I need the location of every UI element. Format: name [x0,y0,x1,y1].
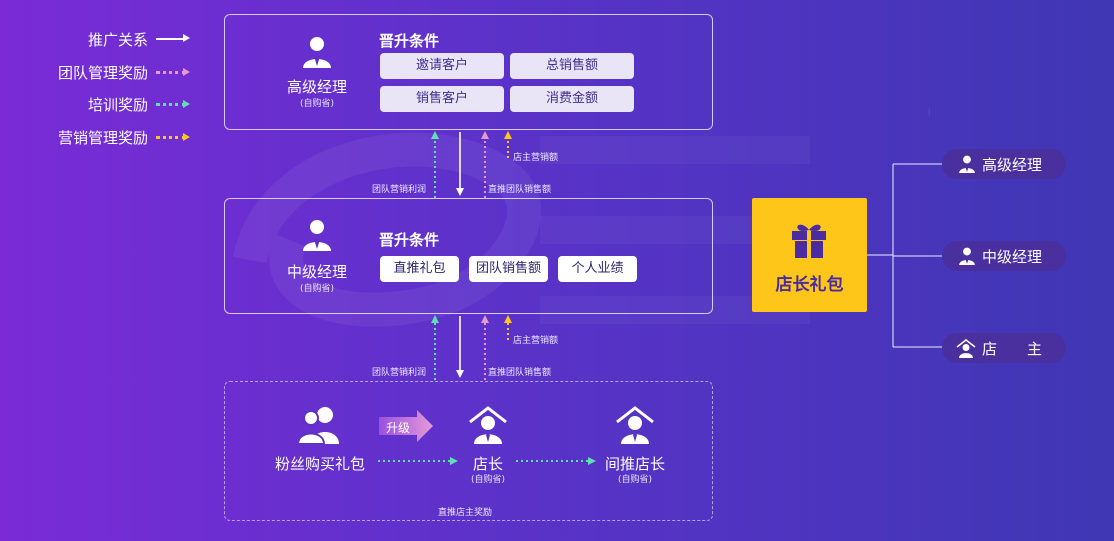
manager-icon [959,247,975,265]
legend-team-management: 团队管理奖励 [40,62,190,82]
legend-pink-arrow-icon [156,67,190,76]
chip-invite-customers: 邀请客户 [380,53,504,79]
pill-middle-manager: 中级经理 [942,241,1066,271]
chip-consumption-amount: 消费金额 [510,86,634,112]
legend-yellow-arrow-icon [156,132,190,141]
indirect-owner-sub: (自购省) [617,475,653,485]
manager-icon [303,37,331,68]
chip-team-sales: 团队销售额 [469,256,548,282]
middle-condition-title: 晋升条件 [379,231,440,249]
legend-green-arrow-icon [156,99,190,108]
upgrade-arrow-icon [379,410,433,442]
legend-label: 团队管理奖励 [57,63,148,82]
shop-owner-icon [616,406,654,444]
chip-total-sales: 总销售额 [510,53,634,79]
senior-manager-sub: (自购省) [299,99,335,109]
legend-label: 推广关系 [87,30,148,49]
upper-label-team-profit: 团队营销利润 [372,185,427,195]
upgrade-label: 升级 [386,421,411,435]
pill-label: 高级经理 [982,155,1043,174]
lower-label-direct-team-sales: 直推团队销售额 [488,368,552,378]
manager-icon [303,220,331,251]
chip-personal-performance: 个人业绩 [558,256,637,282]
store-owner-panel [224,381,713,521]
indirect-owner-label: 间推店长 [604,455,665,473]
pill-store-owner: 店 主 [942,333,1066,363]
gift-icon [792,224,826,258]
upper-label-owner-sales: 店主营销额 [513,153,559,163]
direct-owner-reward-label: 直推店主奖励 [438,508,493,518]
fans-group-icon [298,407,339,444]
legend-label: 培训奖励 [87,95,148,114]
pill-senior-manager: 高级经理 [942,149,1066,179]
senior-manager-title: 高级经理 [286,78,347,96]
pill-label: 店 主 [982,339,1043,358]
legend-marketing-management: 营销管理奖励 [40,127,190,147]
middle-manager-panel [224,198,713,314]
bottom-flow-arrows [378,457,596,465]
middle-manager-title: 中级经理 [286,263,347,281]
lower-flow-arrows [431,315,512,380]
senior-manager-panel [224,14,713,130]
legend-training: 培训奖励 [40,94,190,114]
legend-solid-arrow-icon [156,34,190,42]
fans-buy-gift-label: 粉丝购买礼包 [274,455,365,473]
store-owner-label: 店长 [472,455,503,473]
lower-label-team-profit: 团队营销利润 [372,368,427,378]
middle-manager-sub: (自购省) [299,284,335,294]
senior-condition-title: 晋升条件 [379,32,440,50]
shop-owner-icon [469,406,507,444]
gift-pack-label: 店长礼包 [775,275,844,295]
store-owner-sub: (自购省) [470,475,506,485]
manager-icon [959,155,975,173]
upper-label-direct-team-sales: 直推团队销售额 [488,185,552,195]
lower-label-owner-sales: 店主营销额 [513,336,559,346]
shop-owner-icon [956,338,976,358]
legend-promotion: 推广关系 [40,29,190,49]
legend-label: 营销管理奖励 [57,128,148,147]
pill-label: 中级经理 [982,247,1043,266]
chip-sales-customers: 销售客户 [380,86,504,112]
gift-connectors [867,163,943,348]
upper-flow-arrows [431,131,512,198]
chip-direct-gift-pack: 直推礼包 [380,256,459,282]
